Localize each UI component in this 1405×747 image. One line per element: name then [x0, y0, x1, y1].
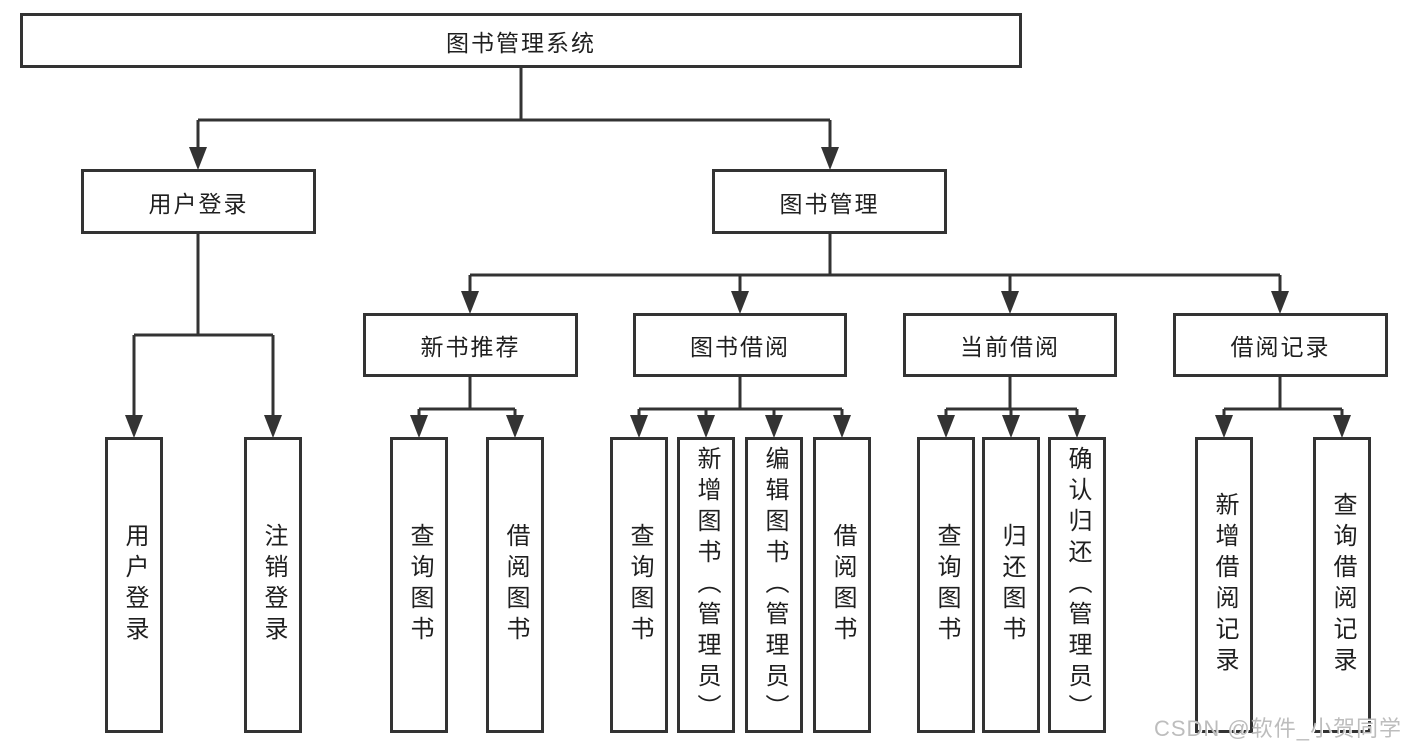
connector-bookmgmt-to-level3	[468, 234, 1282, 292]
connector-bookborrow-to-leaves	[637, 377, 844, 416]
arrow-down-icon	[833, 415, 851, 438]
leaf-user-login: 用户登录	[105, 437, 163, 733]
connector-newbook-to-leaves	[417, 377, 517, 416]
connector-userlogin-to-leaves	[132, 234, 275, 416]
leaf-current-return-books: 归还图书	[982, 437, 1040, 733]
connector-currentborrow-to-leaves	[944, 377, 1079, 416]
arrow-down-icon	[937, 415, 955, 438]
arrow-down-icon	[630, 415, 648, 438]
arrow-down-icon	[1002, 415, 1020, 438]
node-new-book-recommendation: 新书推荐	[363, 313, 578, 377]
arrow-down-icon	[1333, 415, 1351, 438]
arrow-down-icon	[765, 415, 783, 438]
leaf-borrowing-query-books: 查询图书	[610, 437, 668, 733]
leaf-borrowing-add-books-admin: 新增图书（管理员）	[677, 437, 735, 733]
arrow-down-icon	[189, 147, 207, 170]
csdn-watermark: CSDN @软件_小贺同学	[1153, 716, 1402, 741]
connector-records-to-leaves	[1222, 377, 1344, 416]
arrow-down-icon	[821, 147, 839, 170]
arrow-down-icon	[731, 291, 749, 314]
node-borrowing-records: 借阅记录	[1173, 313, 1388, 377]
leaf-recommend-query-books: 查询图书	[390, 437, 448, 733]
arrowheads	[125, 147, 1351, 438]
arrow-down-icon	[1001, 291, 1019, 314]
connector-root-to-level2	[196, 68, 832, 147]
arrow-down-icon	[1215, 415, 1233, 438]
leaf-borrowing-edit-books-admin: 编辑图书（管理员）	[745, 437, 803, 733]
leaf-current-confirm-return-admin: 确认归还（管理员）	[1048, 437, 1106, 733]
arrow-down-icon	[1068, 415, 1086, 438]
leaf-records-add-borrow-record: 新增借阅记录	[1195, 437, 1253, 733]
leaf-logout-login: 注销登录	[244, 437, 302, 733]
arrow-down-icon	[506, 415, 524, 438]
node-book-borrowing: 图书借阅	[633, 313, 847, 377]
leaf-current-query-books: 查询图书	[917, 437, 975, 733]
node-current-borrowing: 当前借阅	[903, 313, 1117, 377]
arrow-down-icon	[264, 415, 282, 438]
leaf-recommend-borrow-books: 借阅图书	[486, 437, 544, 733]
arrow-down-icon	[697, 415, 715, 438]
arrow-down-icon	[461, 291, 479, 314]
leaf-borrowing-borrow-books: 借阅图书	[813, 437, 871, 733]
node-user-login: 用户登录	[81, 169, 316, 234]
node-book-management: 图书管理	[712, 169, 947, 234]
arrow-down-icon	[125, 415, 143, 438]
arrow-down-icon	[410, 415, 428, 438]
node-library-management-system: 图书管理系统	[20, 13, 1022, 68]
leaf-records-query-borrow-record: 查询借阅记录	[1313, 437, 1371, 733]
arrow-down-icon	[1271, 291, 1289, 314]
